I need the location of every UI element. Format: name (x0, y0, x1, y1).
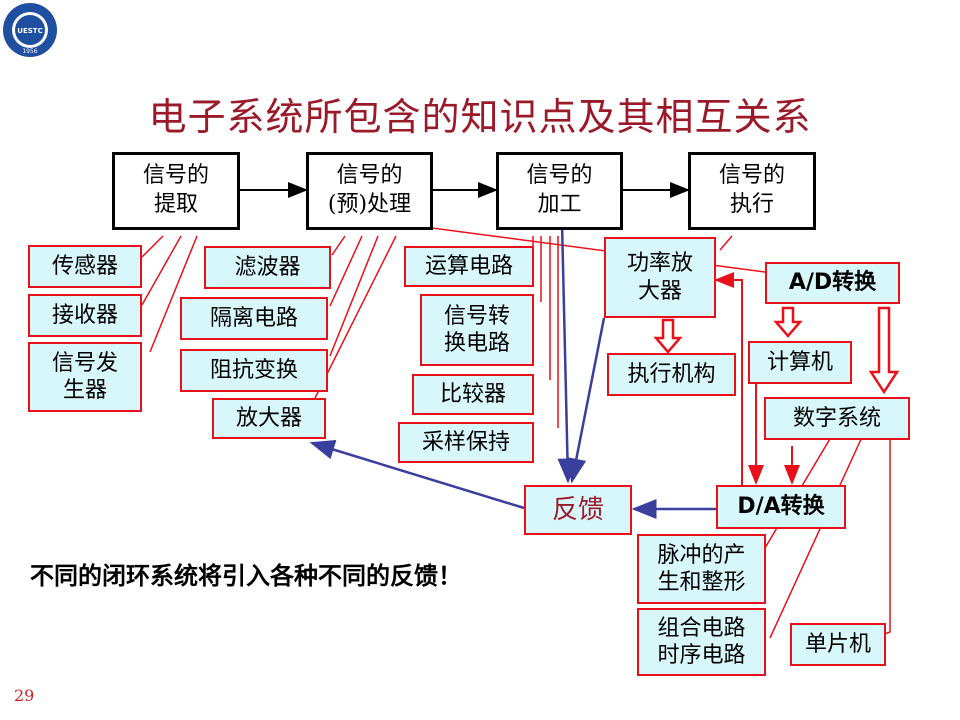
university-logo: UESTC 1956 (3, 3, 57, 57)
box-comparator: 比较器 (412, 374, 534, 415)
svg-text:UESTC: UESTC (17, 27, 42, 35)
stage-signal-preprocessing: 信号的(预)处理 (306, 152, 433, 230)
box-signal-generator: 信号发生器 (28, 342, 142, 412)
slide-title: 电子系统所包含的知识点及其相互关系 (148, 95, 812, 139)
stage-signal-extraction: 信号的提取 (112, 152, 240, 230)
link-power-feedback (566, 317, 606, 484)
box-amplifier: 放大器 (212, 398, 326, 439)
link-da-poweramp (714, 272, 743, 486)
box-sensor: 传感器 (28, 245, 142, 288)
box-da-converter: D/A转换 (716, 485, 846, 529)
svg-text:1956: 1956 (22, 48, 37, 55)
link-process-feedback (557, 221, 578, 484)
link-feedback-amplifier (309, 440, 525, 510)
box-feedback: 反馈 (524, 485, 632, 535)
box-signal-conversion: 信号转换电路 (420, 294, 534, 366)
box-impedance-transform: 阻抗变换 (180, 349, 328, 392)
box-actuator: 执行机构 (607, 353, 736, 396)
hollow-arrows (653, 306, 900, 395)
stage-signal-execution: 信号的执行 (688, 152, 816, 230)
stage-signal-processing: 信号的加工 (496, 152, 623, 230)
page-number: 29 (14, 686, 35, 705)
box-digital-system: 数字系统 (764, 397, 910, 440)
group3-links (532, 236, 559, 428)
box-receiver: 接收器 (28, 294, 142, 337)
closed-loop-note: 不同的闭环系统将引入各种不同的反馈！ (30, 562, 462, 590)
box-power-amplifier: 功率放大器 (604, 237, 716, 318)
box-filter: 滤波器 (204, 246, 331, 289)
box-ad-converter: A/D转换 (765, 262, 900, 304)
box-computer: 计算机 (748, 341, 852, 384)
group1-links (141, 235, 198, 353)
box-pulse-shaping: 脉冲的产生和整形 (637, 534, 766, 604)
box-arithmetic-circuit: 运算电路 (404, 246, 534, 287)
box-sample-hold: 采样保持 (398, 422, 534, 463)
box-mcu: 单片机 (790, 623, 886, 666)
digital-system-links (764, 421, 905, 639)
box-combinational-sequential: 组合电路时序电路 (637, 608, 766, 676)
box-isolation-circuit: 隔离电路 (180, 297, 328, 340)
